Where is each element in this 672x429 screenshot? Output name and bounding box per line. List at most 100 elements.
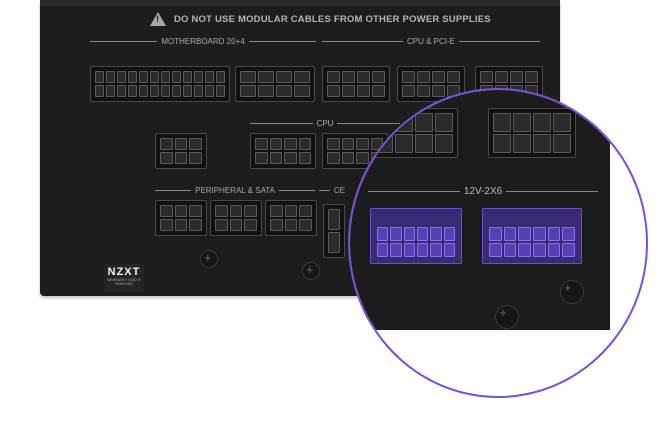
connector-pin: [270, 219, 283, 231]
connector-pin: [432, 71, 445, 83]
connector-pin: [258, 71, 274, 83]
connector-pin: [547, 243, 561, 257]
connector-pin: [416, 243, 429, 257]
screw-icon: [560, 280, 584, 304]
connector-pin: [294, 85, 310, 97]
connector-pin: [327, 138, 340, 150]
connector-pin: [493, 134, 511, 153]
connector-pin: [205, 85, 214, 97]
connector-pin: [533, 227, 546, 241]
connector-pin: [255, 152, 268, 164]
connector-pin: [390, 227, 402, 241]
connector-pin: [390, 243, 402, 257]
pcie-group-label: CE: [319, 185, 345, 195]
connector-pin: [160, 205, 173, 217]
sata-port[interactable]: [155, 200, 207, 236]
sata-port[interactable]: [210, 200, 262, 236]
connector-pin: [553, 134, 571, 153]
screw-icon: [200, 250, 218, 268]
cpu-port[interactable]: [250, 133, 316, 169]
connector-pin: [174, 219, 188, 231]
connector-pin: [240, 85, 256, 97]
connector-pin: [525, 71, 538, 83]
connector-pin: [244, 205, 257, 217]
connector-pin: [216, 71, 225, 83]
connector-pin: [328, 209, 340, 230]
pcie-port[interactable]: [323, 204, 345, 258]
connector-pin: [375, 113, 393, 132]
screw-icon: [495, 305, 519, 329]
connector-pin: [403, 227, 415, 241]
connector-pin: [215, 205, 228, 217]
connector-pin: [495, 71, 508, 83]
connector-pin: [298, 138, 311, 150]
connector-pin: [372, 71, 385, 83]
connector-pin: [513, 113, 531, 132]
connector-pin: [299, 205, 312, 217]
connector-pin: [327, 71, 340, 83]
connector-pin: [435, 113, 453, 132]
peripheral-port[interactable]: [155, 133, 207, 169]
connector-pin: [375, 134, 393, 153]
connector-pin: [533, 243, 546, 257]
connector-pin: [174, 205, 188, 217]
connector-pin: [518, 243, 531, 257]
connector-pin: [150, 71, 159, 83]
warning-notice: DO NOT USE MODULAR CABLES FROM OTHER POW…: [150, 12, 491, 26]
cpu-pcie-group-label: CPU & PCI-E: [322, 36, 541, 46]
connector-pin: [117, 71, 126, 83]
connector-pin: [447, 71, 460, 83]
connector-pin: [174, 138, 188, 150]
sata-port[interactable]: [265, 200, 317, 236]
warning-triangle-icon: [150, 12, 166, 26]
connector-pin: [183, 71, 192, 83]
panel-rim: [40, 0, 560, 6]
12v-2x6-port[interactable]: [482, 208, 582, 264]
motherboard-24pin-port[interactable]: [90, 66, 230, 102]
connector-pin: [106, 85, 115, 97]
magnified-panel: 12V-2X6: [350, 90, 610, 330]
connector-pin: [533, 113, 551, 132]
connector-pin: [480, 71, 493, 83]
group-label-text: PERIPHERAL & SATA: [195, 185, 275, 195]
group-label-text: CPU: [316, 118, 334, 128]
connector-pin: [489, 243, 502, 257]
connector-pin: [417, 71, 430, 83]
connector-pin: [518, 227, 531, 241]
connector-pin: [342, 71, 355, 83]
cpu-port-magnified: [370, 108, 458, 158]
connector-pin: [229, 219, 243, 231]
motherboard-4pin-port[interactable]: [235, 66, 315, 102]
12v-2x6-port[interactable]: [370, 208, 462, 264]
connector-pin: [562, 227, 575, 241]
connector-pin: [255, 138, 268, 150]
connector-pin: [395, 134, 413, 153]
peripheral-sata-group-label: PERIPHERAL & SATA: [155, 185, 315, 195]
connector-pin: [533, 134, 551, 153]
connector-pin: [160, 152, 173, 164]
connector-pin: [284, 205, 298, 217]
connector-pin: [244, 219, 257, 231]
screw-icon: [302, 262, 320, 280]
connector-pin: [194, 85, 203, 97]
connector-pin: [128, 85, 137, 97]
connector-pin: [402, 71, 415, 83]
connector-pin: [299, 219, 312, 231]
connector-pin: [513, 134, 531, 153]
connector-pin: [95, 85, 104, 97]
connector-pin: [415, 113, 433, 132]
connector-pin: [215, 219, 228, 231]
connector-pin: [510, 71, 523, 83]
connector-pin: [240, 71, 256, 83]
brand-logo: NZXT: [107, 266, 141, 278]
connector-pin: [161, 71, 170, 83]
connector-pin: [229, 205, 243, 217]
group-label-text: CE: [333, 185, 345, 195]
connector-pin: [269, 138, 282, 150]
connector-pin: [189, 152, 202, 164]
connector-pin: [117, 85, 126, 97]
connector-pin: [377, 243, 389, 257]
connector-pin: [547, 227, 561, 241]
connector-pin: [160, 219, 173, 231]
connector-pin: [160, 138, 173, 150]
